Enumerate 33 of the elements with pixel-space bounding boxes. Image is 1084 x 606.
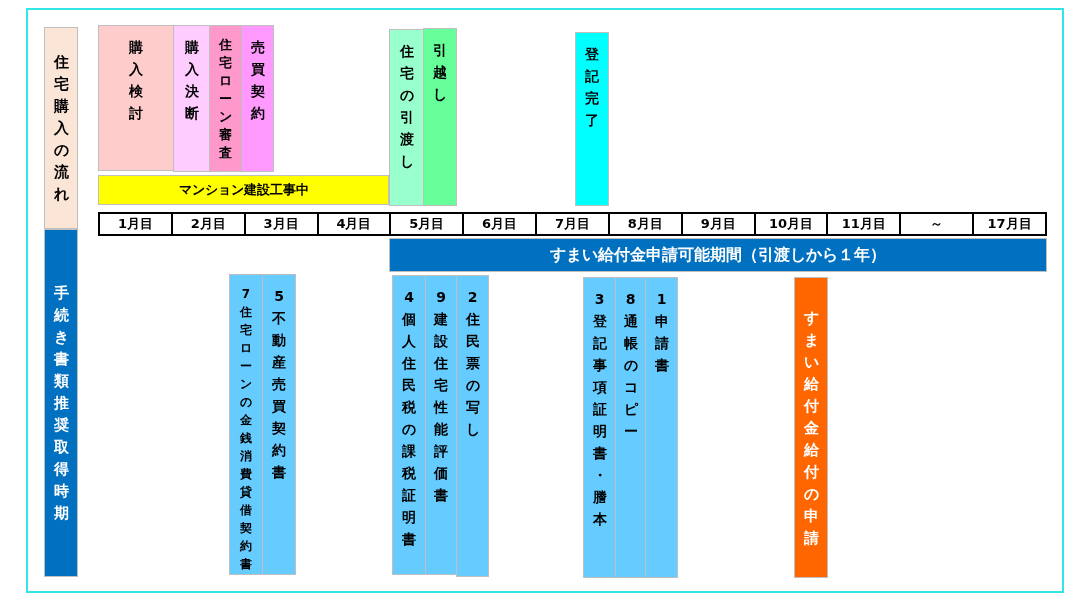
step-box: 住宅の引渡し [389, 29, 424, 206]
month-cell: 10月目 [755, 214, 829, 234]
step-box: 売買契約 [241, 25, 274, 172]
period-bar: マンション建設工事中 [98, 175, 389, 205]
month-cell: 7月目 [537, 214, 610, 234]
month-cell: ～ [901, 214, 975, 234]
step-box: 購入決断 [173, 25, 210, 172]
document-box: 7住宅ローンの金銭消費貸借契約書 [229, 274, 263, 575]
month-cell: 5月目 [391, 214, 465, 234]
step-box: 購入検討 [98, 25, 174, 171]
month-cell: 1月目 [100, 214, 173, 234]
document-box: 8通帳のコピー [615, 277, 646, 578]
step-box: 登記完了 [575, 32, 609, 206]
month-cell: 9月目 [682, 214, 756, 234]
document-box: 4個人住民税の課税証明書 [392, 275, 426, 575]
month-cell: 11月目 [828, 214, 902, 234]
month-cell: 3月目 [245, 214, 319, 234]
heading-box: 手続き書類推奨取得時期 [44, 229, 78, 577]
document-box: 3登記事項証明書・謄本 [583, 277, 616, 578]
document-box: 5不動産売買契約書 [262, 274, 296, 575]
month-cell: 4月目 [318, 214, 392, 234]
month-cell: 17月目 [974, 214, 1047, 234]
step-box: 住宅ローン審査 [209, 25, 242, 172]
document-box: 9建設住宅性能評価書 [425, 275, 457, 575]
document-box: 1申請書 [645, 277, 678, 578]
period-bar: すまい給付金申請可能期間（引渡しから１年） [389, 238, 1047, 272]
month-cell: 6月目 [464, 214, 538, 234]
heading-box: 住宅購入の流れ [44, 27, 78, 229]
document-box: 2住民票の写し [456, 275, 489, 577]
month-cell: 8月目 [609, 214, 683, 234]
step-box: 引越し [423, 28, 457, 206]
month-cell: 2月目 [172, 214, 246, 234]
action-box: すまい給付金給付の申請 [794, 277, 828, 578]
